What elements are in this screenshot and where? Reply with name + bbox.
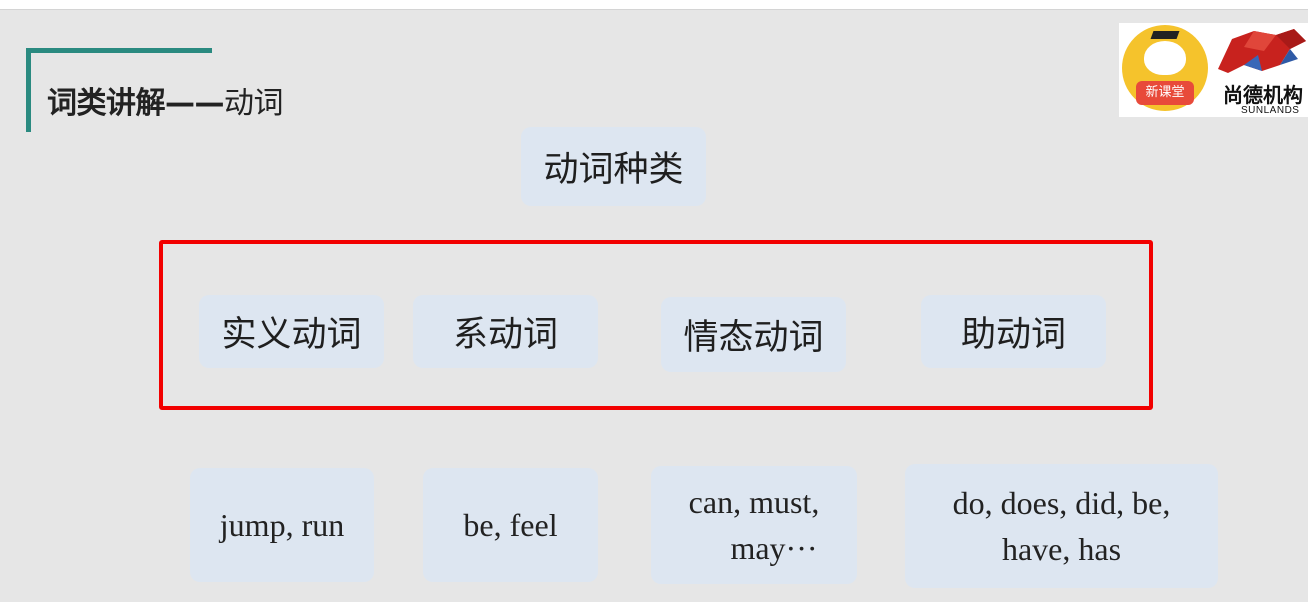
title-bracket-vertical xyxy=(26,48,31,132)
example-text-line-1: can, must, xyxy=(688,483,820,520)
example-text-line-1: do, does, did, be, xyxy=(952,484,1171,521)
verb-types-root: 动词种类 xyxy=(521,127,706,206)
slide-title-sub: 动词 xyxy=(224,86,284,121)
example-notional-verb: jump, run xyxy=(190,468,374,582)
category-auxiliary-verb: 助动词 xyxy=(921,295,1106,368)
mascot-face xyxy=(1144,41,1186,75)
slide-title: 词类讲解——动词 xyxy=(47,78,284,122)
mascot-icon: 新课堂 xyxy=(1122,25,1208,111)
sunlands-logo: 新课堂 尚德机构 SUNLANDS xyxy=(1119,23,1308,117)
logo-name: 尚德机构 xyxy=(1223,83,1303,107)
example-linking-verb: be, feel xyxy=(423,468,598,582)
title-bracket-horizontal xyxy=(26,48,212,53)
example-text-line-2: have, has xyxy=(1001,531,1122,567)
example-auxiliary-verb: do, does, did, be, have, has xyxy=(905,464,1218,588)
highlight-frame xyxy=(159,240,1153,410)
logo-name-en: SUNLANDS xyxy=(1241,105,1300,116)
category-notional-verb: 实义动词 xyxy=(199,295,384,368)
category-linking-verb: 系动词 xyxy=(413,295,598,368)
category-modal-verb: 情态动词 xyxy=(661,297,846,372)
graduation-cap-icon xyxy=(1150,31,1180,39)
slide-title-main: 词类讲解—— xyxy=(47,86,225,121)
top-strip xyxy=(0,0,1308,10)
example-text: be, feel xyxy=(463,506,558,543)
example-text-line-2: may··· xyxy=(730,530,818,566)
example-text: jump, run xyxy=(219,506,345,543)
example-modal-verb: can, must, may··· xyxy=(651,466,857,584)
bull-icon xyxy=(1218,29,1306,73)
logo-badge: 新课堂 xyxy=(1136,81,1194,105)
